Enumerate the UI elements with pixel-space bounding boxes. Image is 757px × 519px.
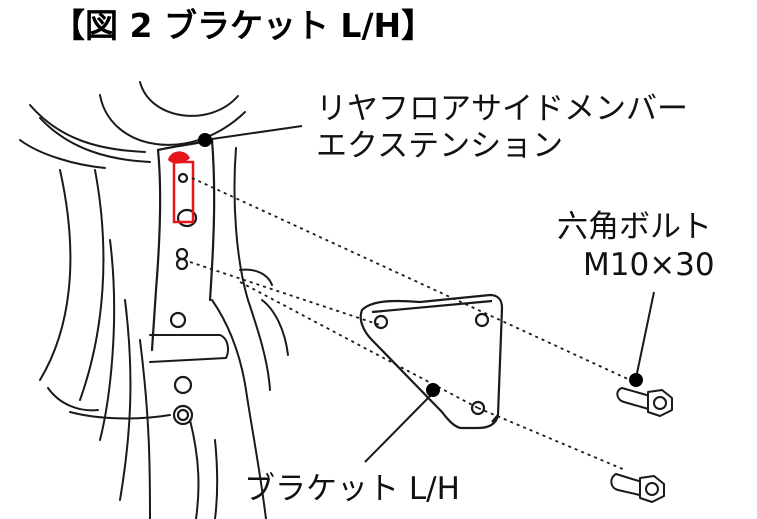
vehicle-body-linework	[19, 81, 289, 519]
leader-dots	[198, 133, 643, 397]
bracket-lh	[359, 293, 504, 430]
mounting-hole	[176, 208, 198, 228]
hex-bolt	[610, 473, 665, 503]
bracket-hole	[373, 314, 389, 330]
mounting-hole	[177, 172, 189, 184]
leader-lines	[204, 125, 655, 463]
label-hex-bolt-line2: M10×30	[583, 247, 715, 283]
side-member-extension	[150, 138, 216, 426]
mounting-hole	[169, 311, 187, 329]
mounting-hole	[173, 375, 193, 395]
mounting-hole	[175, 247, 189, 261]
label-side-member-extension-line2: エクステンション	[316, 128, 564, 164]
mounting-hole	[172, 404, 194, 426]
figure-title: 【図 2 ブラケット L/H】	[52, 6, 435, 45]
label-hex-bolt-line1: 六角ボルト	[557, 209, 712, 245]
label-bracket: ブラケット L/H	[244, 471, 460, 507]
hex-bolt	[616, 387, 673, 417]
mounting-hole	[176, 408, 190, 422]
highlight-marker	[168, 151, 195, 224]
bracket-hole	[474, 312, 490, 328]
label-side-member-extension-line1: リヤフロアサイドメンバー	[316, 91, 688, 127]
mounting-hole	[175, 257, 189, 271]
